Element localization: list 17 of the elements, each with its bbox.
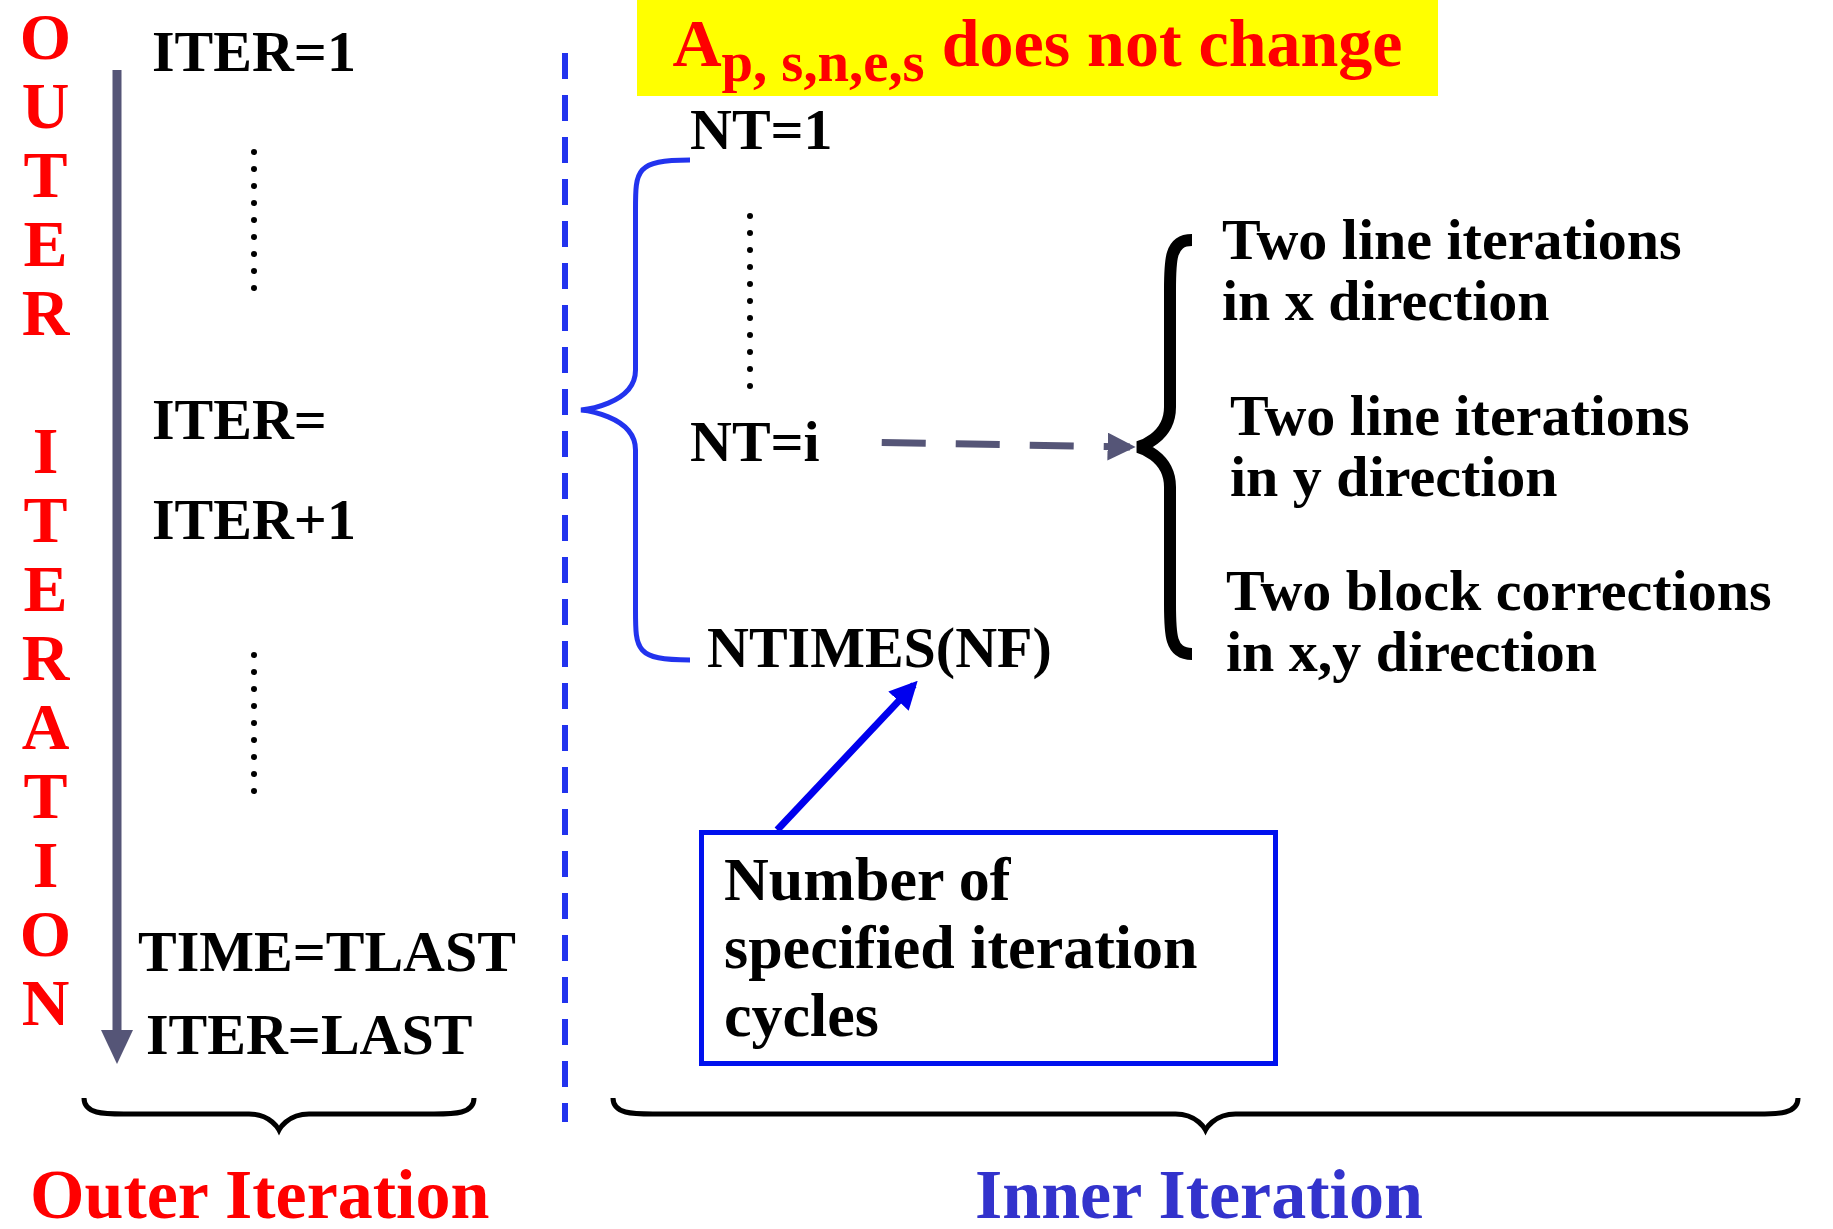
step-label: TIME=TLAST	[138, 922, 516, 983]
step-text: Two line iterations in x direction	[1222, 210, 1683, 332]
note-box: Number of specified iteration cycles	[699, 830, 1278, 1066]
title-banner: A$_{p, s,n,e,s}$ does not change	[637, 0, 1438, 96]
step-text: Two block corrections in x,y direction	[1226, 561, 1773, 683]
step-label: ITER= ITER+1	[152, 370, 352, 570]
step-label: NTIMES(NF)	[707, 618, 1052, 679]
step-label: ITER=LAST	[146, 1005, 473, 1066]
step-text: Two line iterations in y direction	[1230, 386, 1691, 508]
step-label: NT=1	[690, 100, 833, 161]
step-label: ITER=1	[152, 22, 356, 83]
arrow	[881, 432, 1136, 461]
vertical-heading: OUTER ITERATION	[12, 0, 78, 1035]
arrow	[774, 680, 918, 833]
section-caption: Inner Iteration	[975, 1158, 1423, 1229]
section-caption: Outer Iteration	[30, 1158, 490, 1229]
step-label: NT=i	[690, 412, 820, 473]
